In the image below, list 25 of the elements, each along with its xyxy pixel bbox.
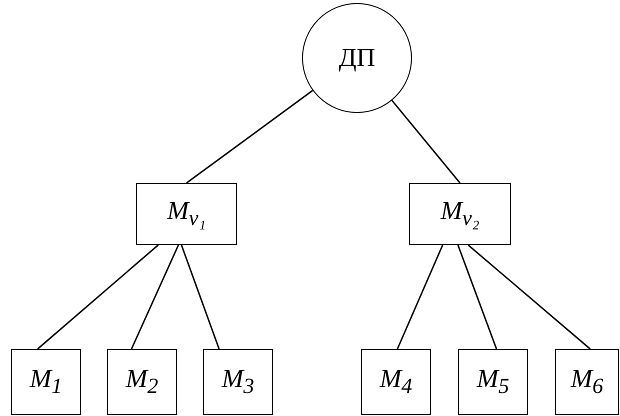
node-label: M$_{1}$	[30, 364, 62, 400]
box-node	[107, 349, 177, 415]
box-node	[361, 349, 431, 415]
connector-line	[391, 100, 461, 184]
node-label: M$_{2}$	[126, 364, 158, 400]
connector-line	[186, 90, 314, 184]
node-label: M$_{v₁}$	[167, 196, 206, 232]
connector-line	[457, 244, 498, 350]
box-node	[409, 183, 511, 245]
box-node	[555, 349, 619, 415]
node-label: M$_{4}$	[380, 364, 412, 400]
connector-line	[468, 244, 591, 350]
connector-line	[37, 244, 159, 350]
node-label: ДП	[338, 43, 376, 73]
node-label: M$_{6}$	[570, 364, 604, 400]
node-label: M$_{5}$	[476, 364, 510, 400]
node-label: M$_{3}$	[222, 364, 254, 400]
connector-line	[130, 244, 180, 350]
connector-line	[396, 244, 444, 350]
box-node	[203, 349, 273, 415]
box-node	[458, 349, 528, 415]
node-label: M$_{v₂}$	[440, 196, 480, 232]
box-node	[136, 183, 237, 245]
box-node	[11, 349, 81, 415]
connector-line	[180, 244, 220, 350]
